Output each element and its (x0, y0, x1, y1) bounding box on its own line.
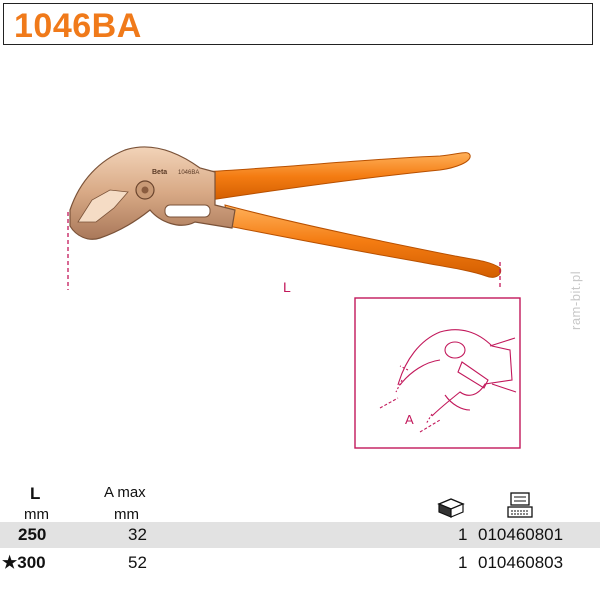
row-code: 010460803 (478, 553, 564, 572)
header-length: L (30, 484, 41, 503)
table-row: 250 32 1 010460801 (0, 522, 600, 548)
upper-handle (199, 152, 471, 201)
detail-jaw-drawing (395, 329, 517, 425)
row-length: 250 (18, 525, 47, 544)
header-amax-unit: mm (114, 506, 139, 523)
pliers-illustration: Beta 1046BA L A (67, 146, 521, 449)
row-qty: 1 (458, 525, 468, 544)
row-amax: 32 (128, 525, 147, 544)
row-code: 010460801 (478, 525, 564, 544)
row-length: ★300 (2, 553, 46, 572)
product-code-title: 1046BA (14, 7, 142, 45)
box-icon (437, 498, 465, 518)
handle-code-marking: 1046BA (178, 170, 199, 176)
detail-inset-box (354, 297, 521, 449)
header-length-unit: mm (24, 506, 49, 523)
header-amax: A max (104, 484, 146, 501)
row-qty: 1 (458, 553, 468, 572)
keyboard-icon (507, 492, 533, 518)
watermark: ram-bit.pl (568, 270, 583, 330)
table-row: ★300 52 1 010460803 (0, 550, 600, 576)
lower-handle (224, 204, 502, 278)
dimension-label-l: L (283, 279, 291, 295)
handle-brand-marking: Beta (152, 169, 167, 176)
row-amax: 52 (128, 553, 147, 572)
detail-label-a: A (405, 412, 414, 427)
title-box: 1046BA (3, 3, 593, 45)
